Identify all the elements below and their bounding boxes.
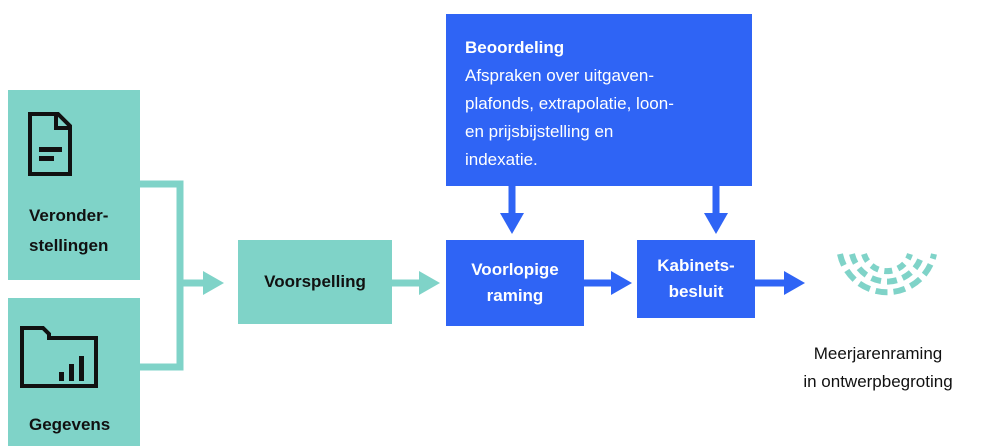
document-icon xyxy=(28,112,72,176)
input-merge-connector xyxy=(140,180,184,371)
parliament-icon xyxy=(837,252,937,296)
arrowhead-to-estimate xyxy=(419,271,440,295)
input-label-assumptions: Veronder- stellingen xyxy=(29,206,109,255)
arrowhead-to-output xyxy=(784,271,805,295)
input-label-data: Gegevens xyxy=(29,415,111,434)
preliminary-estimate-box: Voorlopige raming xyxy=(446,240,584,326)
input-box-data: Gegevens xyxy=(8,298,140,446)
cabinet-decision-label: Kabinets- besluit xyxy=(657,256,735,301)
assessment-body: Afspraken over uitgaven- plafonds, extra… xyxy=(465,66,674,169)
cabinet-decision-box: Kabinets- besluit xyxy=(637,240,755,318)
arrowhead-down-to-estimate xyxy=(500,213,524,234)
output-label: Meerjarenraming in ontwerpbegroting xyxy=(803,344,953,391)
assessment-box: Beoordeling Afspraken over uitgaven- pla… xyxy=(446,14,752,186)
input-box-assumptions: Veronder- stellingen xyxy=(8,90,140,280)
forecast-box: Voorspelling xyxy=(238,240,392,324)
folder-chart-icon xyxy=(20,326,98,388)
preliminary-estimate-label: Voorlopige raming xyxy=(471,260,559,305)
arrowhead-down-to-decision xyxy=(704,213,728,234)
forecast-label: Voorspelling xyxy=(264,272,366,291)
assessment-title: Beoordeling xyxy=(465,38,565,57)
arrowhead-to-forecast xyxy=(203,271,224,295)
arrowhead-to-decision xyxy=(611,271,632,295)
